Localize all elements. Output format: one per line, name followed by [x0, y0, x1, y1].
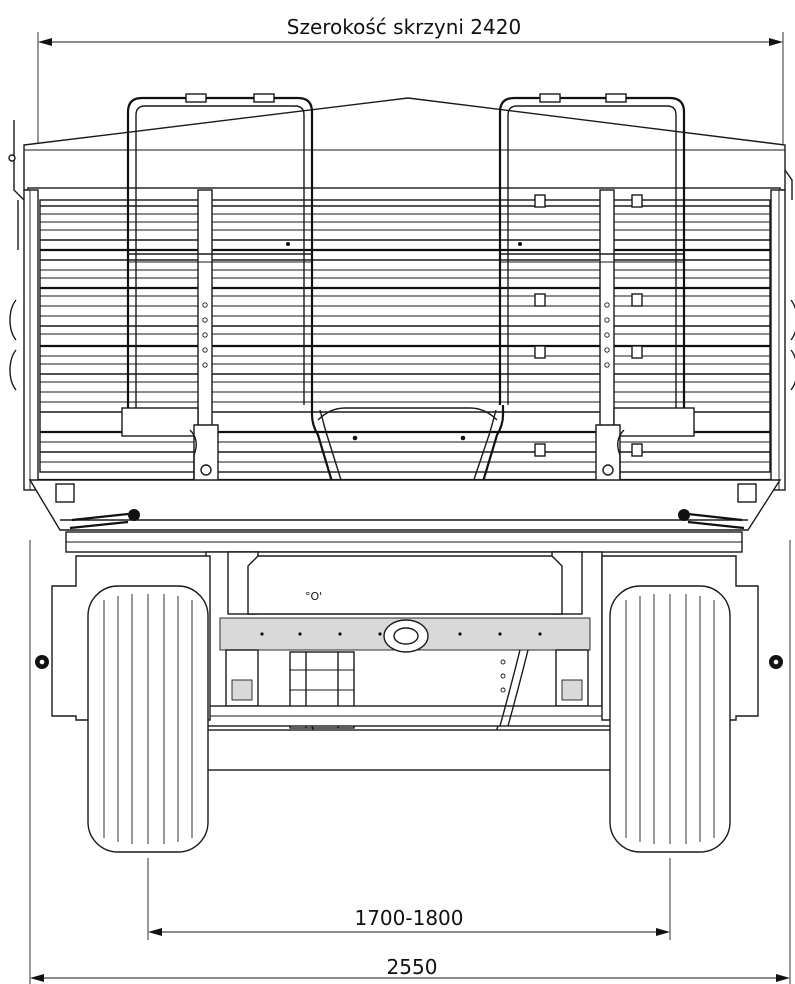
overall-width-label: 2550 — [387, 955, 438, 979]
wheel-left — [87, 585, 209, 853]
box-edge-frames — [8, 120, 795, 491]
track-width-dimension: 1700-1800 — [147, 858, 671, 940]
wheel-right — [609, 585, 731, 853]
track-width-label: 1700-1800 — [354, 906, 463, 930]
ladder-left — [126, 93, 314, 410]
box-side-panel — [27, 187, 781, 489]
ladder-right — [498, 93, 686, 410]
chassis: °O' — [65, 531, 743, 771]
box-width-label: Szerokość skrzyni 2420 — [287, 15, 521, 39]
box-roof — [23, 97, 786, 191]
box-bottom-rail — [28, 479, 782, 531]
svg-text:°O': °O' — [305, 590, 322, 603]
overall-width-dimension: 2550 — [29, 540, 791, 984]
box-width-dimension: Szerokość skrzyni 2420 — [37, 15, 784, 180]
